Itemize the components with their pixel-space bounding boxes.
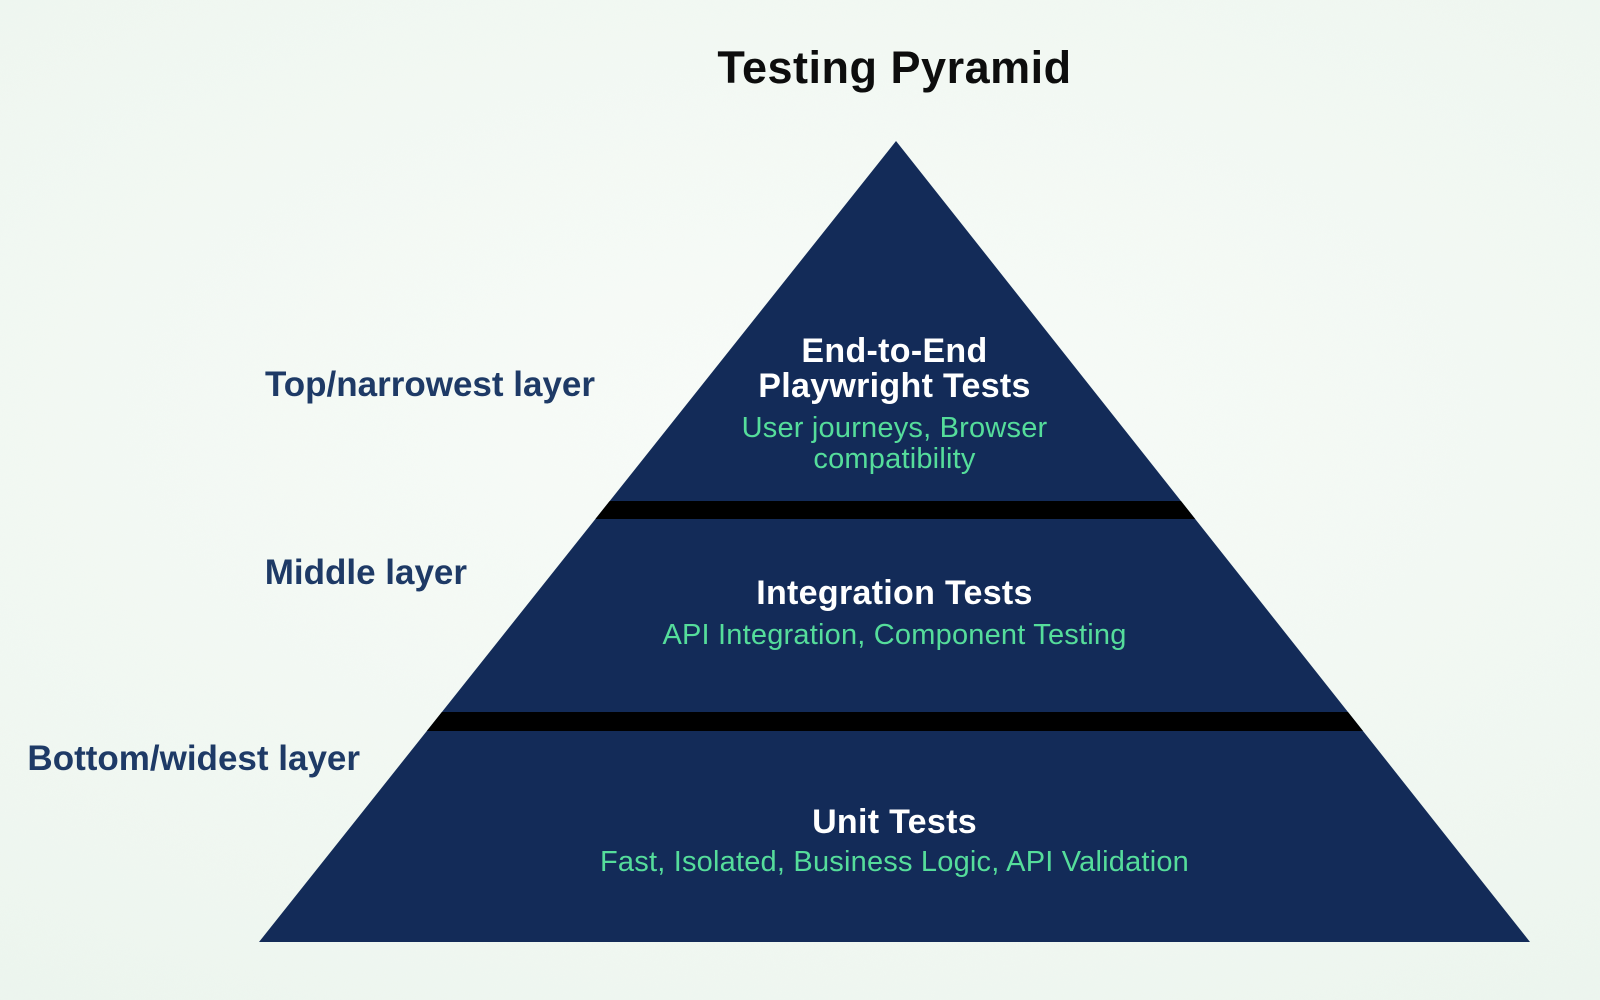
- top-layer-title-line2: Playwright Tests: [758, 367, 1031, 405]
- bottom-layer-subtitle: Fast, Isolated, Business Logic, API Vali…: [600, 846, 1189, 878]
- top-layer-subtitle-line2: compatibility: [813, 443, 976, 475]
- top-layer-title: End-to-End Playwright Tests: [259, 334, 1530, 404]
- middle-layer-subtitle: API Integration, Component Testing: [662, 619, 1127, 651]
- layer-divider-bottom: [259, 712, 1530, 731]
- middle-layer-title: Integration Tests: [756, 574, 1033, 612]
- layer-divider-top: [259, 501, 1530, 519]
- side-label-bottom-layer: Bottom/widest layer: [27, 739, 360, 778]
- top-layer-subtitle-line1: User journeys, Browser: [741, 412, 1048, 444]
- diagram-title: Testing Pyramid: [717, 42, 1072, 93]
- bottom-layer-title: Unit Tests: [812, 803, 977, 841]
- top-layer-title-line1: End-to-End: [801, 332, 988, 370]
- side-label-middle-layer: Middle layer: [264, 553, 467, 592]
- top-layer-subtitle: User journeys, Browser compatibility: [259, 413, 1530, 475]
- side-label-top-layer: Top/narrowest layer: [264, 365, 595, 404]
